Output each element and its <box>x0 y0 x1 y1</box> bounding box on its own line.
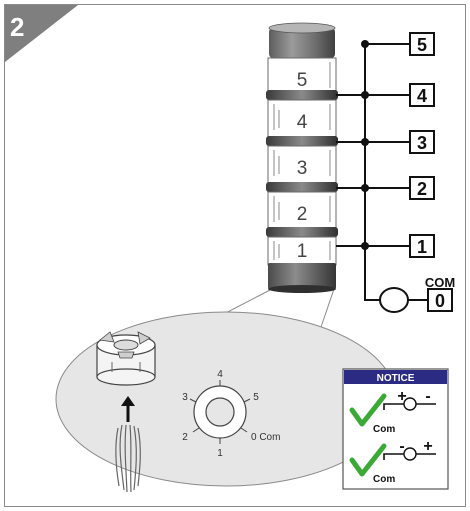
tier-4: 4 <box>266 99 338 146</box>
pin-label-1: 1 <box>217 448 223 459</box>
notice-header <box>344 370 447 384</box>
terminal-0: 0 <box>427 288 453 312</box>
tier-1: 1 <box>267 236 337 266</box>
terminal-label-4: 4 <box>417 86 427 106</box>
notice-row2-right-symbol: + <box>423 438 432 455</box>
insert-arrow <box>121 396 135 422</box>
tier-label-3: 3 <box>297 158 308 179</box>
com-load-symbol <box>379 287 409 313</box>
step-number: 2 <box>10 12 25 42</box>
com-label: COM <box>425 275 455 290</box>
pin-diagram-inner-circle <box>205 397 235 427</box>
polarity-load-2 <box>403 447 417 461</box>
notice-row1-com-label: Com <box>373 424 395 435</box>
terminal-label-0: 0 <box>435 291 445 311</box>
connector-socket <box>96 331 156 386</box>
tier-label-4: 4 <box>297 112 308 133</box>
pin-label-3: 3 <box>182 392 188 403</box>
notice-row2-com-label: Com <box>373 474 395 485</box>
check-icon <box>349 393 387 427</box>
step-badge <box>5 5 78 62</box>
pin-label-4: 4 <box>217 369 223 380</box>
tier-label-2: 2 <box>297 204 308 225</box>
junction-dots <box>361 40 369 250</box>
tier-3: 3 <box>266 145 338 192</box>
tier-hatching <box>273 62 331 260</box>
wire-bundle <box>115 424 141 493</box>
tower-base <box>268 263 336 293</box>
terminal-2: 2 <box>409 176 435 200</box>
tier-label-1: 1 <box>297 241 308 262</box>
wiring <box>336 43 428 301</box>
tier-2: 2 <box>266 191 338 237</box>
pin-diagram: 4 3 5 2 0 Com 1 <box>182 369 280 459</box>
terminal-label-3: 3 <box>417 133 427 153</box>
pin-label-2: 2 <box>182 432 188 443</box>
terminal-label-1: 1 <box>417 237 427 257</box>
callout-line-right <box>319 288 335 331</box>
notice-row2-left-symbol: - <box>399 438 404 455</box>
polarity-wire-2 <box>383 453 404 460</box>
terminal-1: 1 <box>409 234 435 258</box>
tier-5: 5 <box>266 57 338 100</box>
tower-tiers: 5 4 3 2 1 <box>266 57 338 266</box>
notice-box: NOTICE + - Com - + Com <box>342 368 449 490</box>
pin-label-0-com: 0 Com <box>251 432 280 443</box>
terminal-4: 4 <box>409 83 435 107</box>
check-icon <box>349 443 387 477</box>
pin-label-5: 5 <box>253 392 259 403</box>
figure-frame <box>4 4 466 507</box>
terminal-label-5: 5 <box>417 35 427 55</box>
polarity-wire-1 <box>383 403 404 410</box>
notice-title: NOTICE <box>377 373 415 384</box>
notice-row1-left-symbol: + <box>397 388 406 405</box>
notice-row1-right-symbol: - <box>425 388 430 405</box>
terminal-5: 5 <box>409 32 435 56</box>
terminal-label-2: 2 <box>417 179 427 199</box>
tier-label-5: 5 <box>297 70 308 91</box>
tower-cap <box>268 22 336 58</box>
terminal-3: 3 <box>409 130 435 154</box>
